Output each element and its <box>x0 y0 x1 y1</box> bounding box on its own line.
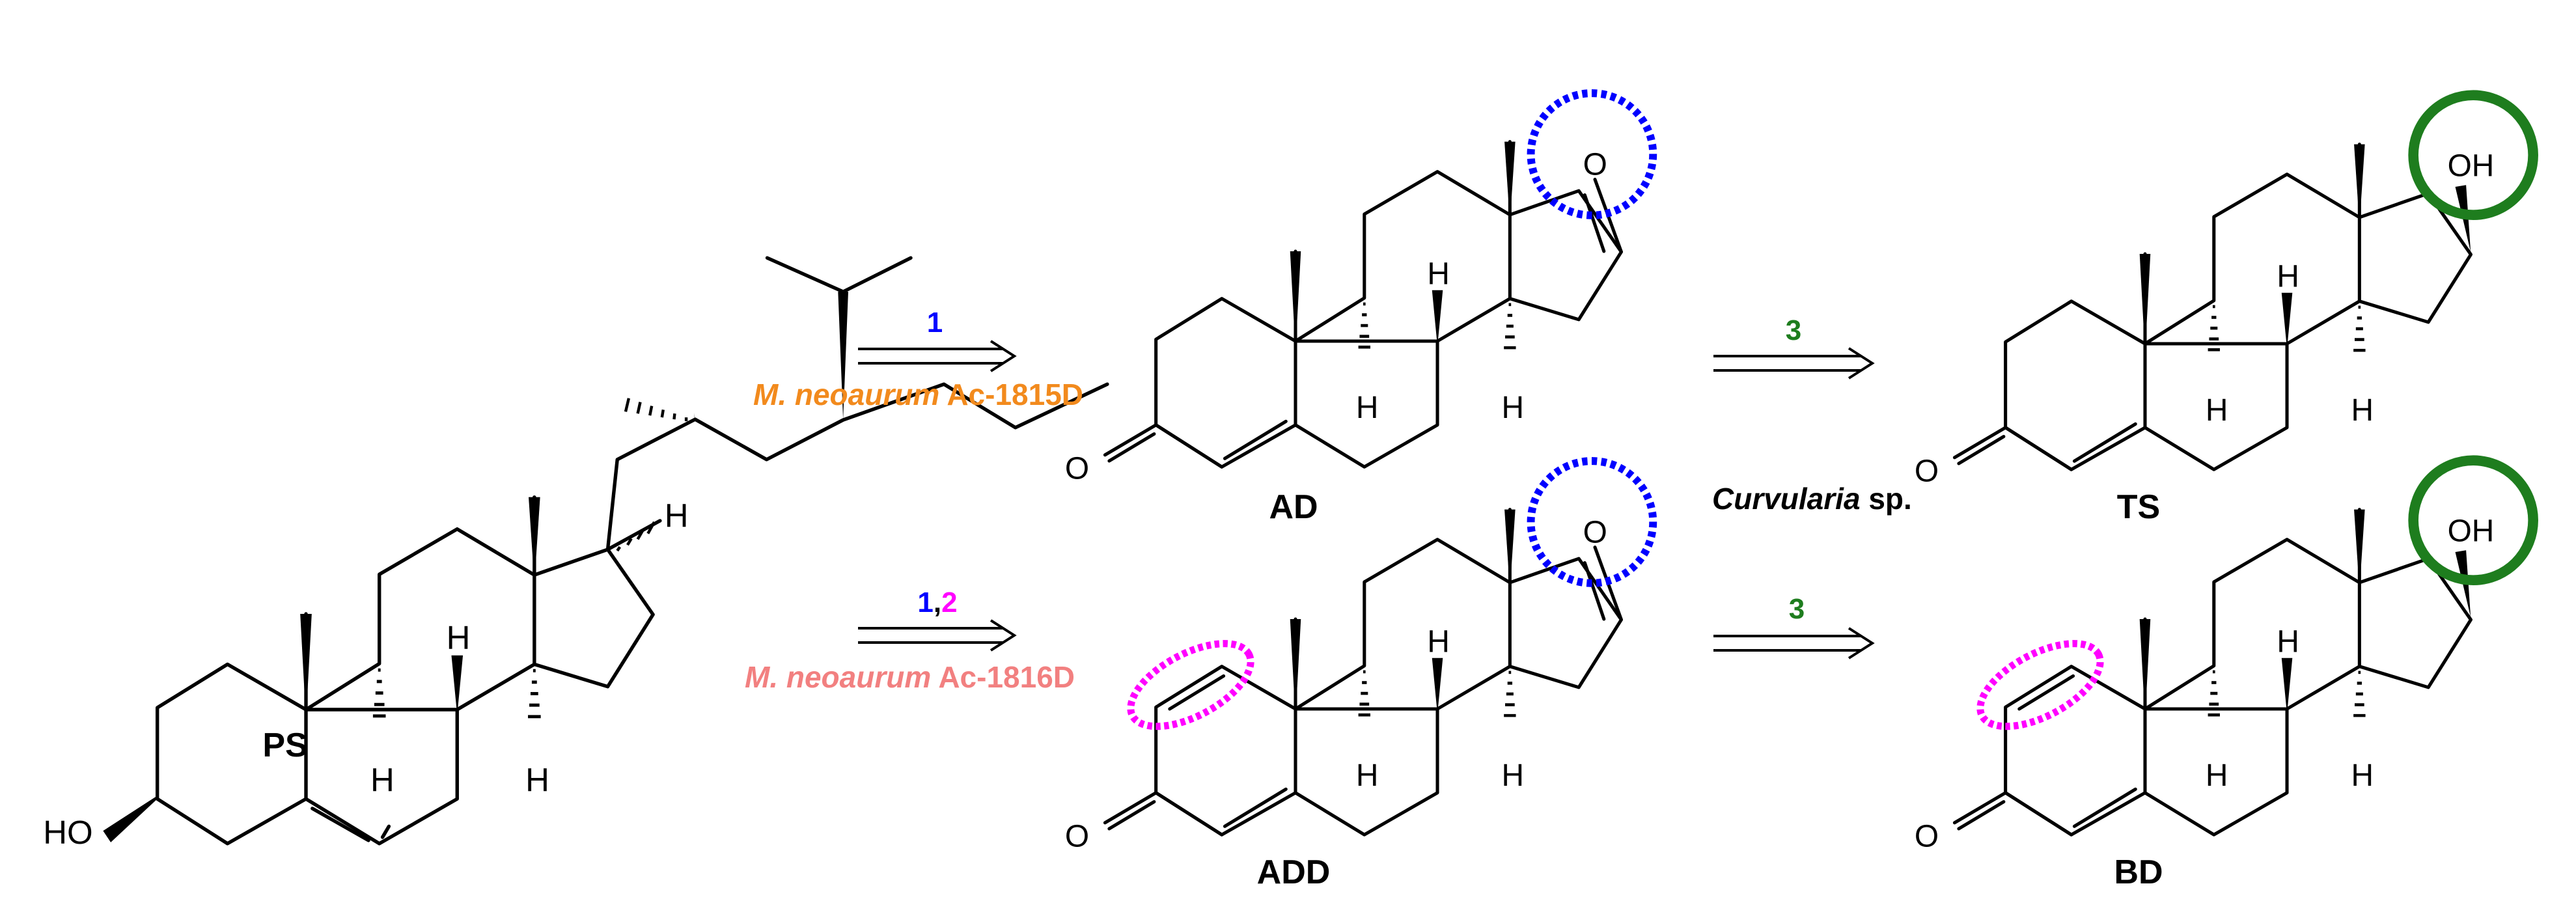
ad-ketone-marker <box>1527 89 1657 219</box>
add-ketone-marker <box>1527 457 1657 587</box>
bd-h9-label: H <box>2206 758 2228 793</box>
arrow-ad-to-ts <box>1713 347 1875 380</box>
bd-h14-label: H <box>2351 758 2374 793</box>
add-ketone-oxygen: O <box>1583 515 1607 549</box>
ad-h14-label: H <box>1501 391 1524 425</box>
add-h9-label: H <box>1356 758 1379 793</box>
bd-enone-oxygen: O <box>1915 820 1939 854</box>
arrow-ps-to-ad <box>858 340 1017 372</box>
bd-hydroxyl-marker <box>2408 455 2538 586</box>
add-h14-label: H <box>1501 758 1524 793</box>
ad-h8-label: H <box>1427 257 1450 292</box>
ts-h9-label: H <box>2206 393 2228 428</box>
add-dehydrogenation-marker <box>1127 640 1254 730</box>
compound-ad: O O H H H <box>1065 89 1657 486</box>
ps-h17-label: H <box>665 497 689 534</box>
compound-ps: HO H H H H <box>43 256 1109 851</box>
strain-ac1815d-label: M. neoaurum Ac-1815D <box>753 378 1083 411</box>
ts-enone-oxygen: O <box>1915 454 1939 489</box>
compound-add: O O H H H <box>1065 457 1657 854</box>
bd-dehydrogenation-marker <box>1976 640 2104 730</box>
ad-enone-oxygen: O <box>1065 452 1089 486</box>
ts-hydroxyl-label: OH <box>2448 148 2495 183</box>
ts-h14-label: H <box>2351 393 2374 428</box>
compound-bd-name: BD <box>2114 853 2163 891</box>
step-label-1: 1 <box>927 307 943 339</box>
compound-add-name: ADD <box>1257 853 1331 891</box>
organism-curvularia-label: Curvularia sp. <box>1712 482 1912 516</box>
ad-h9-label: H <box>1356 391 1379 425</box>
ps-h8-label: H <box>447 619 471 656</box>
bd-hydroxyl-label: OH <box>2448 514 2495 548</box>
ps-hydroxyl-label: HO <box>43 814 92 851</box>
step-label-3-bottom: 3 <box>1789 593 1805 625</box>
compound-ad-name: AD <box>1269 488 1318 526</box>
ps-h14-label: H <box>525 761 549 798</box>
bd-h8-label: H <box>2277 625 2299 659</box>
ad-ketone-oxygen: O <box>1583 147 1607 182</box>
step-label-3-top: 3 <box>1786 314 1801 346</box>
strain-ac1816d-label: M. neoaurum Ac-1816D <box>745 660 1075 694</box>
add-enone-oxygen: O <box>1065 820 1089 854</box>
step-label-1-2: 1,2 <box>917 587 957 618</box>
compound-ts: O OH H H H <box>1915 90 2538 489</box>
add-h8-label: H <box>1427 625 1450 659</box>
compound-bd: O OH H H H <box>1915 455 2538 854</box>
arrow-add-to-bd <box>1713 627 1875 659</box>
ts-h8-label: H <box>2277 260 2299 294</box>
compound-ps-name: PS <box>262 727 307 764</box>
arrow-ps-to-add <box>858 619 1017 652</box>
ts-hydroxyl-marker <box>2408 90 2538 221</box>
ps-h9-label: H <box>370 761 395 798</box>
compound-ts-name: TS <box>2117 488 2160 526</box>
